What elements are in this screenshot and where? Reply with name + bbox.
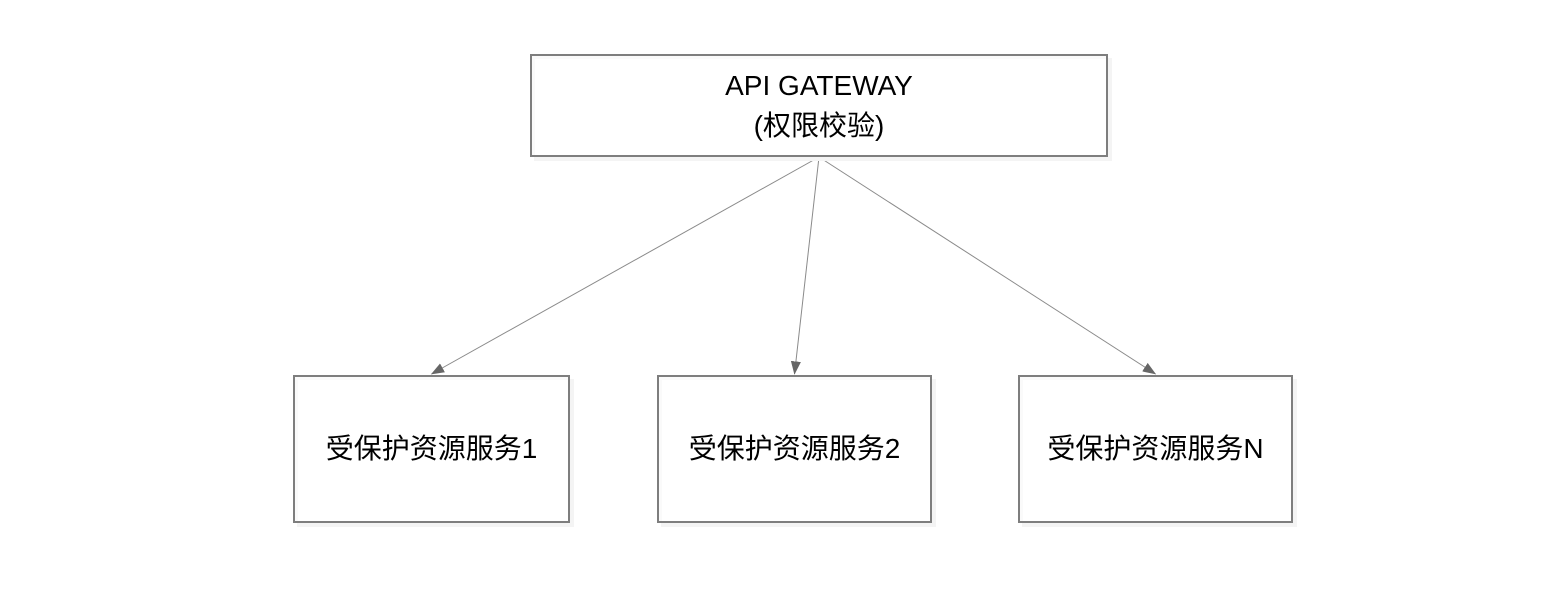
edge-gateway-to-service2 — [790, 156, 820, 375]
service-n-label: 受保护资源服务N — [1047, 433, 1264, 464]
api-gateway-subtitle: (权限校验) — [753, 109, 885, 141]
edge-gateway-to-service1 — [430, 156, 820, 375]
node-protected-resource-service-1: 受保护资源服务1 — [293, 375, 570, 523]
api-gateway-title: API GATEWAY — [725, 69, 913, 101]
service-1-label: 受保护资源服务1 — [325, 433, 538, 464]
node-protected-resource-service-n: 受保护资源服务N — [1018, 375, 1293, 523]
service-2-label: 受保护资源服务2 — [688, 433, 901, 464]
node-protected-resource-service-2: 受保护资源服务2 — [657, 375, 932, 523]
edge-gateway-to-serviceN — [818, 156, 1157, 375]
node-api-gateway: API GATEWAY (权限校验) — [530, 54, 1108, 157]
